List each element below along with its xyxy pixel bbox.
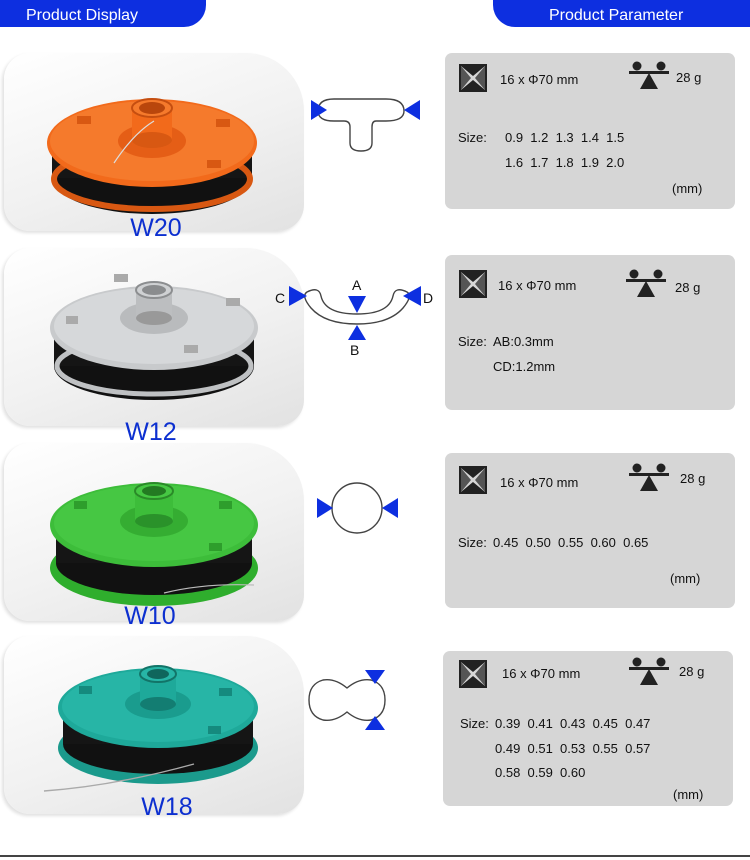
balance-scale-icon — [626, 269, 666, 297]
size-values-line: AB:0.3mm — [493, 334, 554, 349]
size-label: Size: — [460, 716, 489, 731]
model-label: W10 — [124, 602, 176, 630]
pointer-arrow-icon — [311, 100, 327, 120]
point-label-c: C — [275, 290, 286, 306]
line-cross-section-w12 — [289, 286, 421, 340]
product-parameter-tab: Product Parameter — [493, 0, 750, 27]
dimension-cross-icon — [459, 64, 487, 92]
pointer-arrow-icon — [404, 100, 420, 120]
dimension-cross-icon — [459, 270, 487, 298]
size-values-line: 0.45 0.50 0.55 0.60 0.65 — [493, 535, 649, 550]
product-display-tab: Product Display — [0, 0, 206, 27]
line-cross-section-w20 — [311, 98, 420, 152]
trimmer-spool-image — [43, 665, 258, 792]
point-label-a: A — [352, 277, 362, 293]
pointer-arrow-icon — [365, 670, 385, 684]
size-label: Size: — [458, 535, 487, 550]
trimmer-spool-image — [50, 482, 258, 606]
model-label: W18 — [141, 793, 193, 821]
point-label-d: D — [423, 290, 434, 306]
pointer-arrow-icon — [317, 498, 333, 518]
pointer-arrow-icon — [403, 286, 421, 306]
balance-scale-icon — [629, 61, 669, 89]
size-values-line: 0.9 1.2 1.3 1.4 1.5 — [505, 130, 625, 145]
pointer-arrow-icon — [348, 296, 366, 313]
spool-photo-w18 — [4, 636, 304, 814]
dimension-value: 16 x Φ70 mm — [502, 666, 581, 681]
size-label: Size: — [458, 334, 487, 349]
size-label: Size: — [458, 130, 487, 145]
size-values-line: CD:1.2mm — [493, 359, 556, 374]
unit-label: (mm) — [670, 571, 701, 586]
spool-photo-w10 — [4, 443, 304, 621]
parameter-panel-w10: 16 x Φ70 mm 28 g Size: 0.45 0.50 0.55 0.… — [445, 453, 735, 608]
spool-photo-w12 — [4, 248, 304, 426]
bottom-divider — [0, 855, 750, 857]
dimension-value: 16 x Φ70 mm — [500, 72, 579, 87]
weight-value: 28 g — [679, 664, 705, 679]
weight-value: 28 g — [675, 280, 701, 295]
dimension-value: 16 x Φ70 mm — [498, 278, 577, 293]
size-values-line: 0.49 0.51 0.53 0.55 0.57 — [495, 741, 651, 756]
weight-value: 28 g — [680, 471, 706, 486]
trimmer-spool-image — [50, 274, 258, 400]
size-values-line: 0.58 0.59 0.60 — [495, 765, 586, 780]
weight-value: 28 g — [676, 70, 702, 85]
parameter-panel-w12: 16 x Φ70 mm 28 g Size: AB:0.3mm CD:1.2mm — [445, 255, 735, 410]
unit-label: (mm) — [673, 787, 704, 802]
line-cross-section-w18 — [308, 670, 386, 730]
size-values-line: 0.39 0.41 0.43 0.45 0.47 — [495, 716, 651, 731]
point-label-b: B — [350, 342, 360, 358]
model-label: W12 — [125, 418, 177, 446]
parameter-panel-w18: 16 x Φ70 mm 28 g Size: 0.39 0.41 0.43 0.… — [443, 651, 733, 806]
pointer-arrow-icon — [382, 498, 398, 518]
unit-label: (mm) — [672, 181, 703, 196]
balance-scale-icon — [629, 657, 669, 685]
trimmer-spool-image — [47, 98, 257, 214]
pointer-arrow-icon — [289, 286, 307, 306]
balance-scale-icon — [629, 463, 669, 491]
dimension-cross-icon — [459, 660, 487, 688]
model-label: W20 — [130, 214, 182, 242]
pointer-arrow-icon — [348, 325, 366, 340]
size-values-line: 1.6 1.7 1.8 1.9 2.0 — [505, 155, 625, 170]
dimension-cross-icon — [459, 466, 487, 494]
pointer-arrow-icon — [365, 716, 385, 730]
parameter-panel-w20: 16 x Φ70 mm 28 g Size: 0.9 1.2 1.3 1.4 1… — [445, 53, 735, 209]
dimension-value: 16 x Φ70 mm — [500, 475, 579, 490]
spool-photo-w20 — [4, 53, 304, 231]
line-cross-section-w10 — [317, 482, 398, 534]
